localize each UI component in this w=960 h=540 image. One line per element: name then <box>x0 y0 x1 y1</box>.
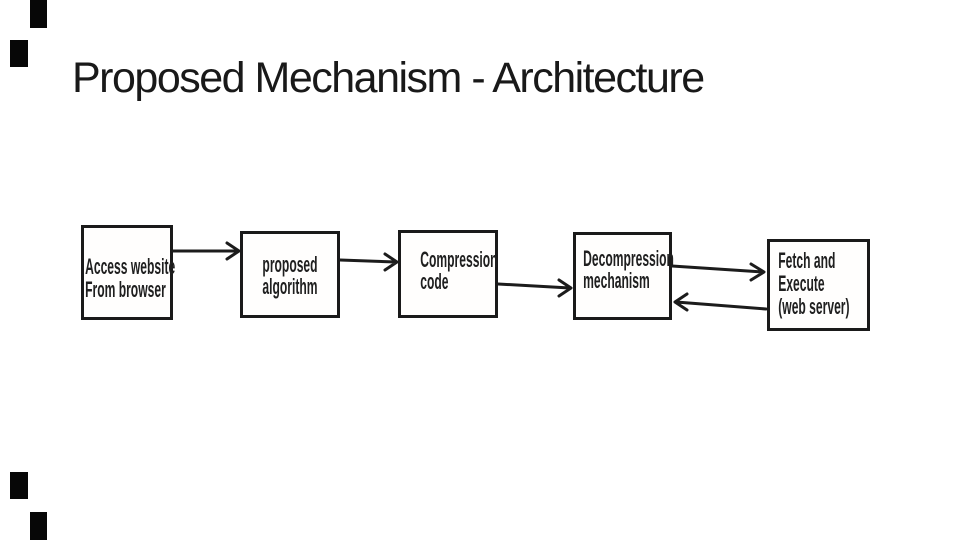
corner-mark-top-left-inner <box>10 40 28 67</box>
flow-box-text: proposed algorithm <box>243 254 337 298</box>
corner-mark-top-left-outer <box>30 0 47 28</box>
flow-box-compression-code: Compression code <box>398 230 498 318</box>
arrow-access-to-algorithm <box>171 241 241 261</box>
flow-box-line: algorithm <box>262 274 318 299</box>
flow-box-proposed-algorithm: proposed algorithm <box>240 231 340 318</box>
corner-mark-bottom-left-inner <box>10 472 28 499</box>
slide-title: Proposed Mechanism - Architecture <box>72 54 705 102</box>
flow-box-text: Access website From browser <box>84 254 176 302</box>
flow-box-text: Compression code <box>401 249 514 293</box>
flow-box-line: Compression <box>420 247 498 272</box>
arrow-algorithm-to-compression <box>338 252 399 272</box>
flow-box-text: Fetch and Execute (web server) <box>770 249 875 318</box>
flow-box-line: mechanism <box>583 268 650 293</box>
flow-box-decompression-mechanism: Decompression mechanism <box>573 232 674 320</box>
arrow-compression-to-decompression <box>496 278 573 298</box>
flow-box-fetch-execute: Fetch and Execute (web server) <box>767 239 870 331</box>
flow-box-text: Decompression mechanism <box>576 248 676 292</box>
flow-box-access-website: Access website From browser <box>81 225 176 320</box>
flow-box-line: Decompression <box>583 246 674 271</box>
flow-box-line: Fetch and <box>778 248 836 273</box>
flow-box-line: From browser <box>85 277 166 302</box>
flow-box-line: code <box>420 269 449 294</box>
flow-box-line: Execute <box>778 271 825 296</box>
corner-mark-bottom-left-outer <box>30 512 47 540</box>
arrow-decompression-to-fetch <box>670 262 766 282</box>
arrow-fetch-to-decompression <box>673 292 768 312</box>
flow-box-line: Access website <box>85 254 176 279</box>
flow-box-line: (web server) <box>778 294 850 319</box>
flow-box-line: proposed <box>262 252 318 277</box>
